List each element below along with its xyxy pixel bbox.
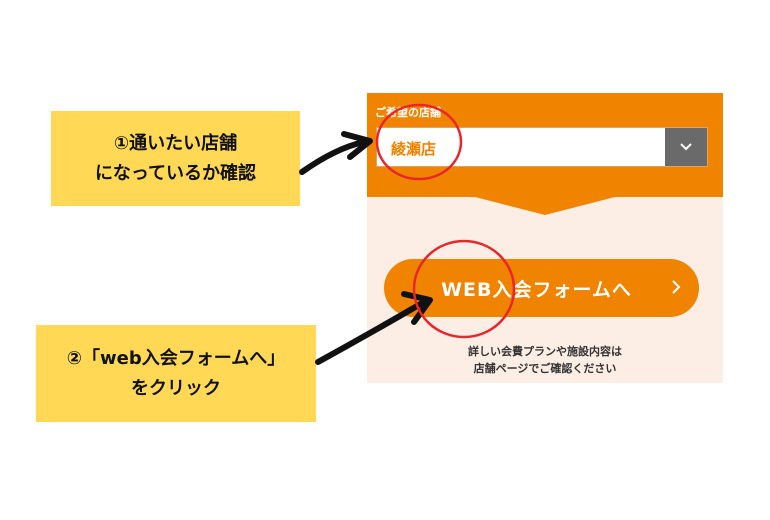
arrow-to-store-select	[299, 131, 373, 175]
web-join-form-button[interactable]: WEB入会フォームへ	[384, 259, 699, 317]
step1-line2: になっているか確認	[94, 162, 257, 184]
store-page-note: 詳しい会費プランや施設内容は 店舗ページでご確認ください	[367, 343, 723, 377]
membership-panel: ご希望の店舗 綾瀬店 WEB入会フォームへ 詳しい会費プランや施設内容は 店舗ペ…	[367, 93, 723, 383]
instruction-note-step2: ②「web入会フォームへ」 をクリック	[36, 325, 316, 422]
step2-line2: をクリック	[131, 377, 221, 399]
instruction-note-step1: ①通いたい店舗 になっているか確認	[51, 111, 300, 206]
step1-line1: ①通いたい店舗	[113, 132, 238, 154]
footnote-line2: 店舗ページでご確認ください	[473, 362, 617, 375]
store-select[interactable]: 綾瀬店	[376, 127, 708, 167]
section-pointer-arrow	[475, 197, 615, 215]
store-field-label: ご希望の店舗	[375, 106, 441, 119]
step2-line1: ②「web入会フォームへ」	[66, 347, 286, 369]
web-join-form-label: WEB入会フォームへ	[441, 278, 632, 301]
footnote-line1: 詳しい会費プランや施設内容は	[468, 345, 622, 358]
selected-store-value: 綾瀬店	[391, 140, 437, 158]
dropdown-button[interactable]	[665, 128, 707, 166]
store-select-section: ご希望の店舗 綾瀬店	[367, 93, 723, 197]
chevron-right-icon	[672, 280, 681, 294]
chevron-down-icon	[680, 143, 692, 151]
